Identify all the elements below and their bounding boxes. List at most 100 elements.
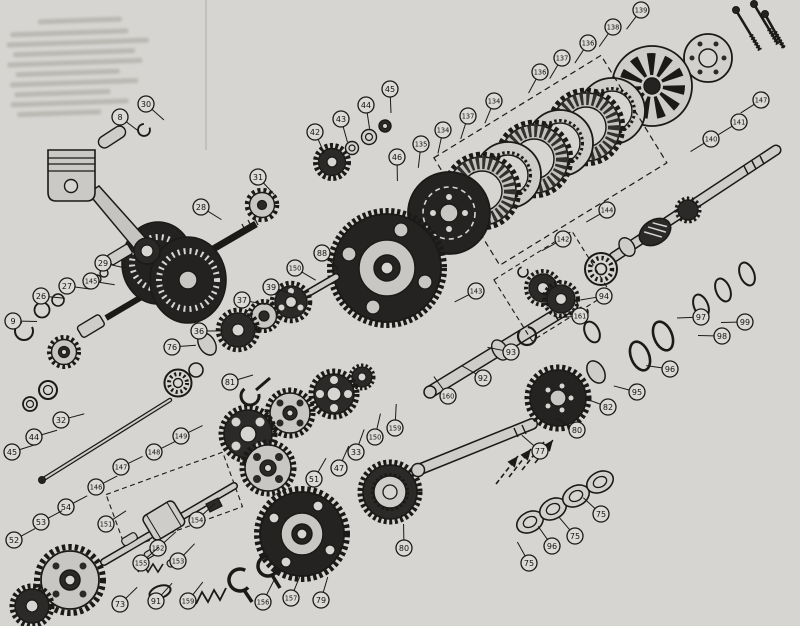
first-gear-large — [254, 486, 350, 582]
svg-text:43: 43 — [336, 115, 346, 124]
svg-text:99: 99 — [740, 318, 750, 327]
cover-screws — [732, 0, 786, 52]
callout-47: 47 — [330, 445, 350, 477]
callout-8: 8 — [111, 108, 140, 132]
callout-45: 45 — [381, 80, 399, 114]
svg-text:142: 142 — [557, 235, 570, 243]
callout-99: 99 — [720, 313, 754, 331]
svg-text:150: 150 — [369, 433, 382, 441]
callout-143: 143 — [454, 282, 485, 303]
selector-forks-lower — [195, 554, 282, 605]
callout-159: 159 — [179, 581, 204, 610]
svg-text:75: 75 — [596, 510, 606, 519]
callout-79: 79 — [312, 576, 330, 609]
svg-text:145: 145 — [85, 277, 98, 285]
left-washers-and-sprocket — [22, 335, 81, 412]
callout-147: 147 — [112, 455, 143, 476]
callout-88: 88 — [313, 244, 340, 271]
callout-141: 141 — [718, 113, 748, 135]
svg-text:82: 82 — [603, 403, 613, 412]
callout-145: 145 — [82, 272, 115, 290]
primary-drive-gear — [327, 208, 447, 328]
svg-text:152: 152 — [152, 544, 165, 552]
return-spring — [195, 587, 227, 605]
callout-136: 136 — [574, 34, 597, 64]
callout-32: 32 — [52, 411, 85, 429]
callout-44: 44 — [25, 428, 58, 446]
svg-text:92: 92 — [478, 374, 488, 383]
page-bleedthrough-smudge — [6, 16, 149, 118]
svg-text:159: 159 — [389, 424, 402, 432]
svg-text:134: 134 — [437, 126, 450, 134]
callout-30: 30 — [137, 95, 165, 121]
svg-text:27: 27 — [62, 282, 72, 291]
svg-text:30: 30 — [141, 100, 151, 109]
svg-text:139: 139 — [635, 6, 648, 14]
svg-text:157: 157 — [285, 594, 298, 602]
callout-140: 140 — [690, 130, 720, 152]
piston-and-connecting-rod — [47, 123, 161, 265]
callout-161: 161 — [556, 307, 589, 325]
svg-text:31: 31 — [253, 173, 263, 182]
callout-75: 75 — [559, 517, 584, 545]
callout-52: 52 — [5, 528, 36, 549]
svg-text:77: 77 — [535, 447, 545, 456]
svg-text:37: 37 — [237, 296, 247, 305]
svg-text:95: 95 — [632, 388, 642, 397]
timing-sprocket — [244, 187, 280, 223]
svg-text:45: 45 — [385, 85, 395, 94]
callout-160: 160 — [433, 376, 457, 405]
svg-text:42: 42 — [310, 128, 320, 137]
callout-layer: 1391381361371361341371341354614714114045… — [3, 1, 770, 613]
callout-26: 26 — [32, 287, 65, 305]
callout-80: 80 — [395, 523, 413, 557]
callout-139: 139 — [626, 1, 650, 30]
kickstart-cam — [638, 217, 672, 247]
callout-31: 31 — [249, 168, 275, 195]
svg-text:54: 54 — [61, 503, 71, 512]
callout-135: 135 — [412, 135, 430, 168]
svg-text:135: 135 — [415, 140, 428, 148]
svg-text:44: 44 — [29, 433, 39, 442]
callout-51: 51 — [305, 457, 327, 488]
selector-fork-upper — [239, 376, 271, 407]
svg-text:39: 39 — [266, 283, 276, 292]
callout-153: 153 — [169, 543, 195, 570]
small-drive-gear — [313, 143, 351, 181]
spacer-collar — [586, 360, 606, 384]
callout-137: 137 — [549, 49, 571, 79]
callout-9: 9 — [4, 312, 38, 330]
callout-53: 53 — [32, 510, 63, 531]
o-ring-seals — [583, 261, 756, 372]
callout-134: 134 — [484, 92, 503, 124]
callout-157: 157 — [282, 575, 301, 607]
washers-and-nut — [344, 119, 392, 156]
circlip — [516, 325, 538, 347]
callout-80: 80 — [555, 417, 586, 439]
mainshaft-bearing-left — [163, 362, 204, 398]
svg-text:134: 134 — [488, 97, 501, 105]
callout-144: 144 — [585, 201, 616, 223]
svg-text:9: 9 — [10, 317, 15, 326]
callout-150: 150 — [366, 413, 384, 446]
callout-73: 73 — [111, 586, 138, 613]
svg-text:153: 153 — [172, 557, 185, 565]
svg-text:151: 151 — [100, 520, 113, 528]
kickstart-idler-gear — [357, 459, 423, 525]
callout-46: 46 — [388, 148, 406, 182]
svg-text:91: 91 — [151, 597, 161, 606]
svg-text:75: 75 — [524, 559, 534, 568]
callout-82: 82 — [585, 398, 617, 416]
callout-155: 155 — [132, 546, 160, 572]
svg-text:80: 80 — [572, 426, 582, 435]
svg-text:26: 26 — [36, 292, 46, 301]
callout-75: 75 — [582, 497, 610, 523]
callout-137: 137 — [459, 107, 477, 140]
callout-94: 94 — [580, 287, 613, 305]
svg-text:149: 149 — [175, 432, 188, 440]
mainshaft-gear-cluster — [197, 273, 340, 356]
svg-text:136: 136 — [534, 68, 547, 76]
svg-text:150: 150 — [289, 264, 302, 272]
svg-text:81: 81 — [225, 378, 235, 387]
